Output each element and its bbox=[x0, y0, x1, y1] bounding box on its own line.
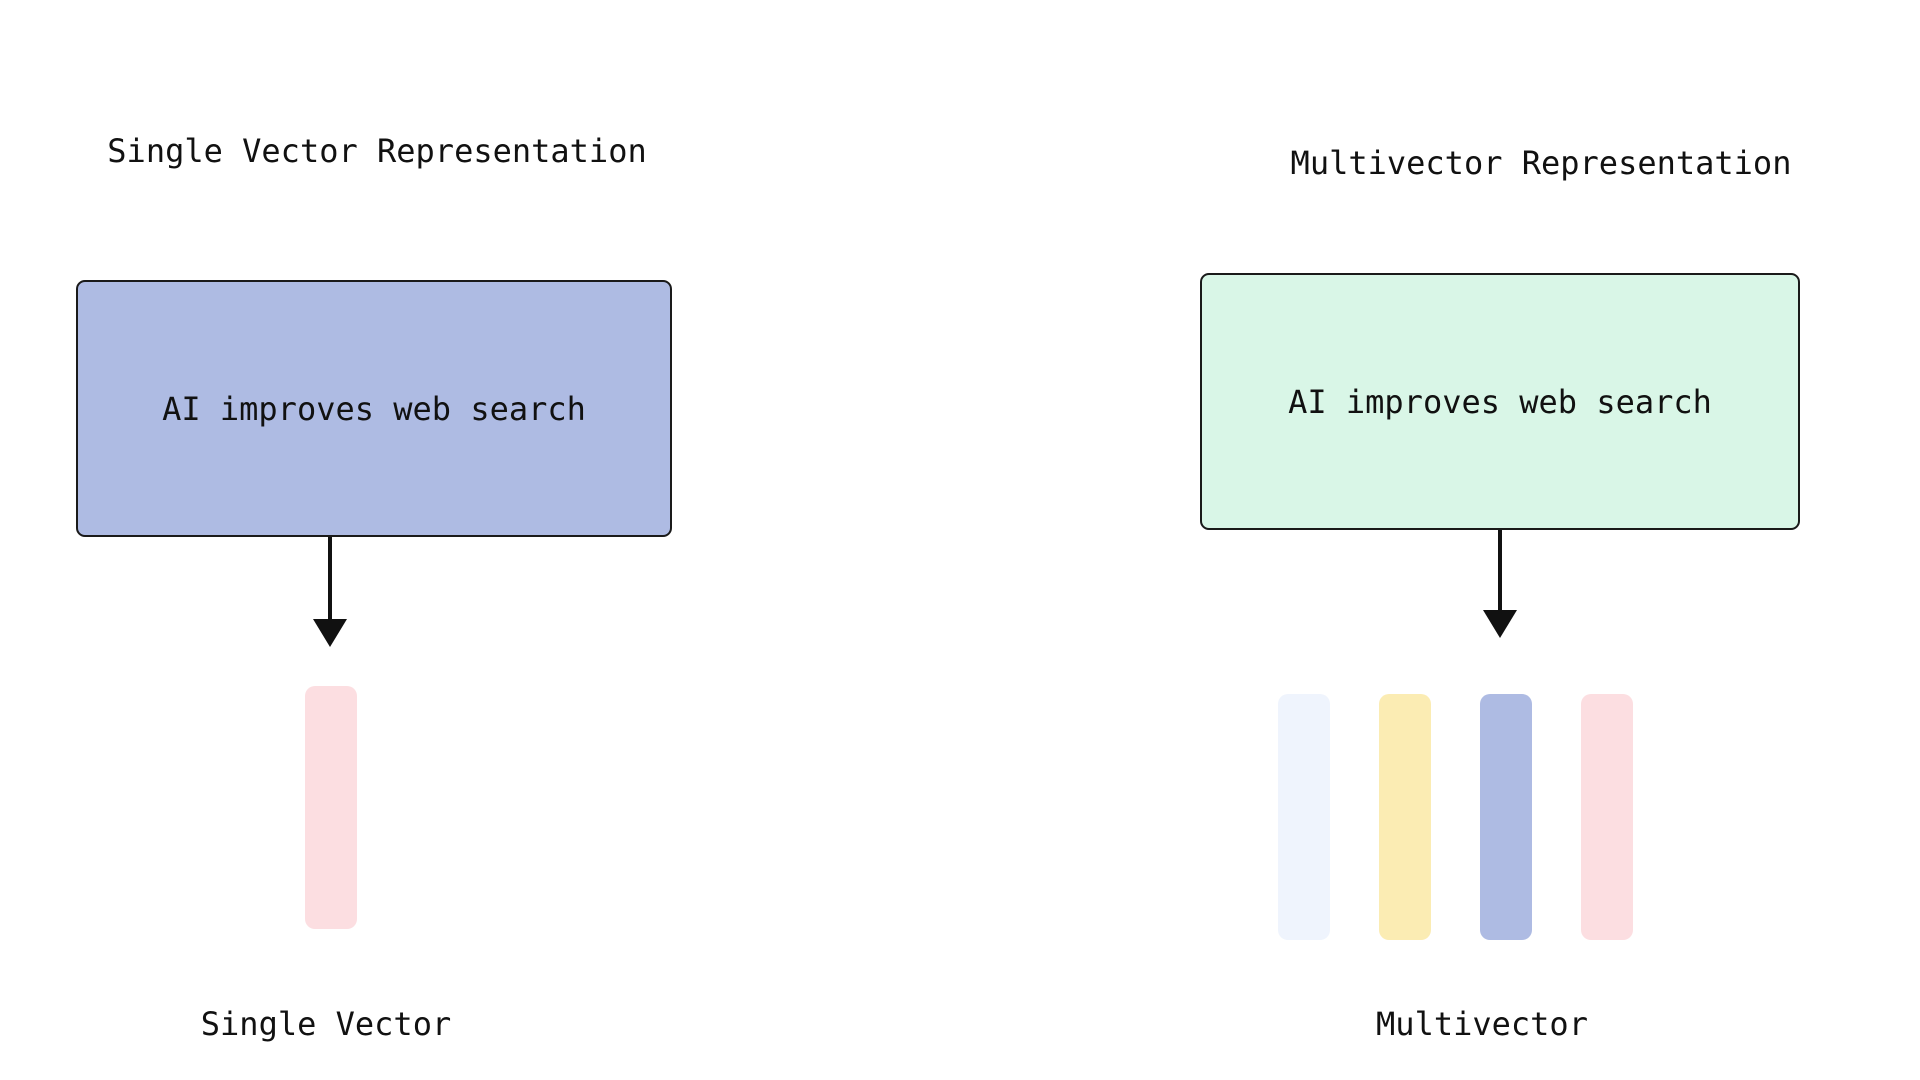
single-vector-panel: Single Vector Representation AI improves… bbox=[76, 132, 672, 1043]
down-arrow-line bbox=[328, 537, 332, 621]
single-vector-sentence-box: AI improves web search bbox=[76, 280, 672, 537]
multivector-panel: Multivector Representation AI improves w… bbox=[960, 0, 1920, 1080]
multivector-sentence-box: AI improves web search bbox=[1200, 273, 1800, 530]
sentence-text: AI improves web search bbox=[162, 389, 586, 428]
single-vector-title: Single Vector Representation bbox=[107, 132, 647, 170]
multivector-bar-1 bbox=[1278, 694, 1330, 940]
down-arrow-line bbox=[1498, 530, 1502, 612]
multivector-title: Multivector Representation bbox=[1290, 144, 1792, 182]
single-vector-bar bbox=[305, 686, 357, 929]
multivector-caption: Multivector bbox=[1376, 1005, 1588, 1043]
single-vector-caption: Single Vector bbox=[200, 1005, 452, 1043]
sentence-text: AI improves web search bbox=[1288, 382, 1712, 421]
down-arrow-head-icon bbox=[313, 619, 347, 647]
multivector-bar-2 bbox=[1379, 694, 1431, 940]
multivector-bar-4 bbox=[1581, 694, 1633, 940]
multivector-bar-3 bbox=[1480, 694, 1532, 940]
down-arrow-head-icon bbox=[1483, 610, 1517, 638]
